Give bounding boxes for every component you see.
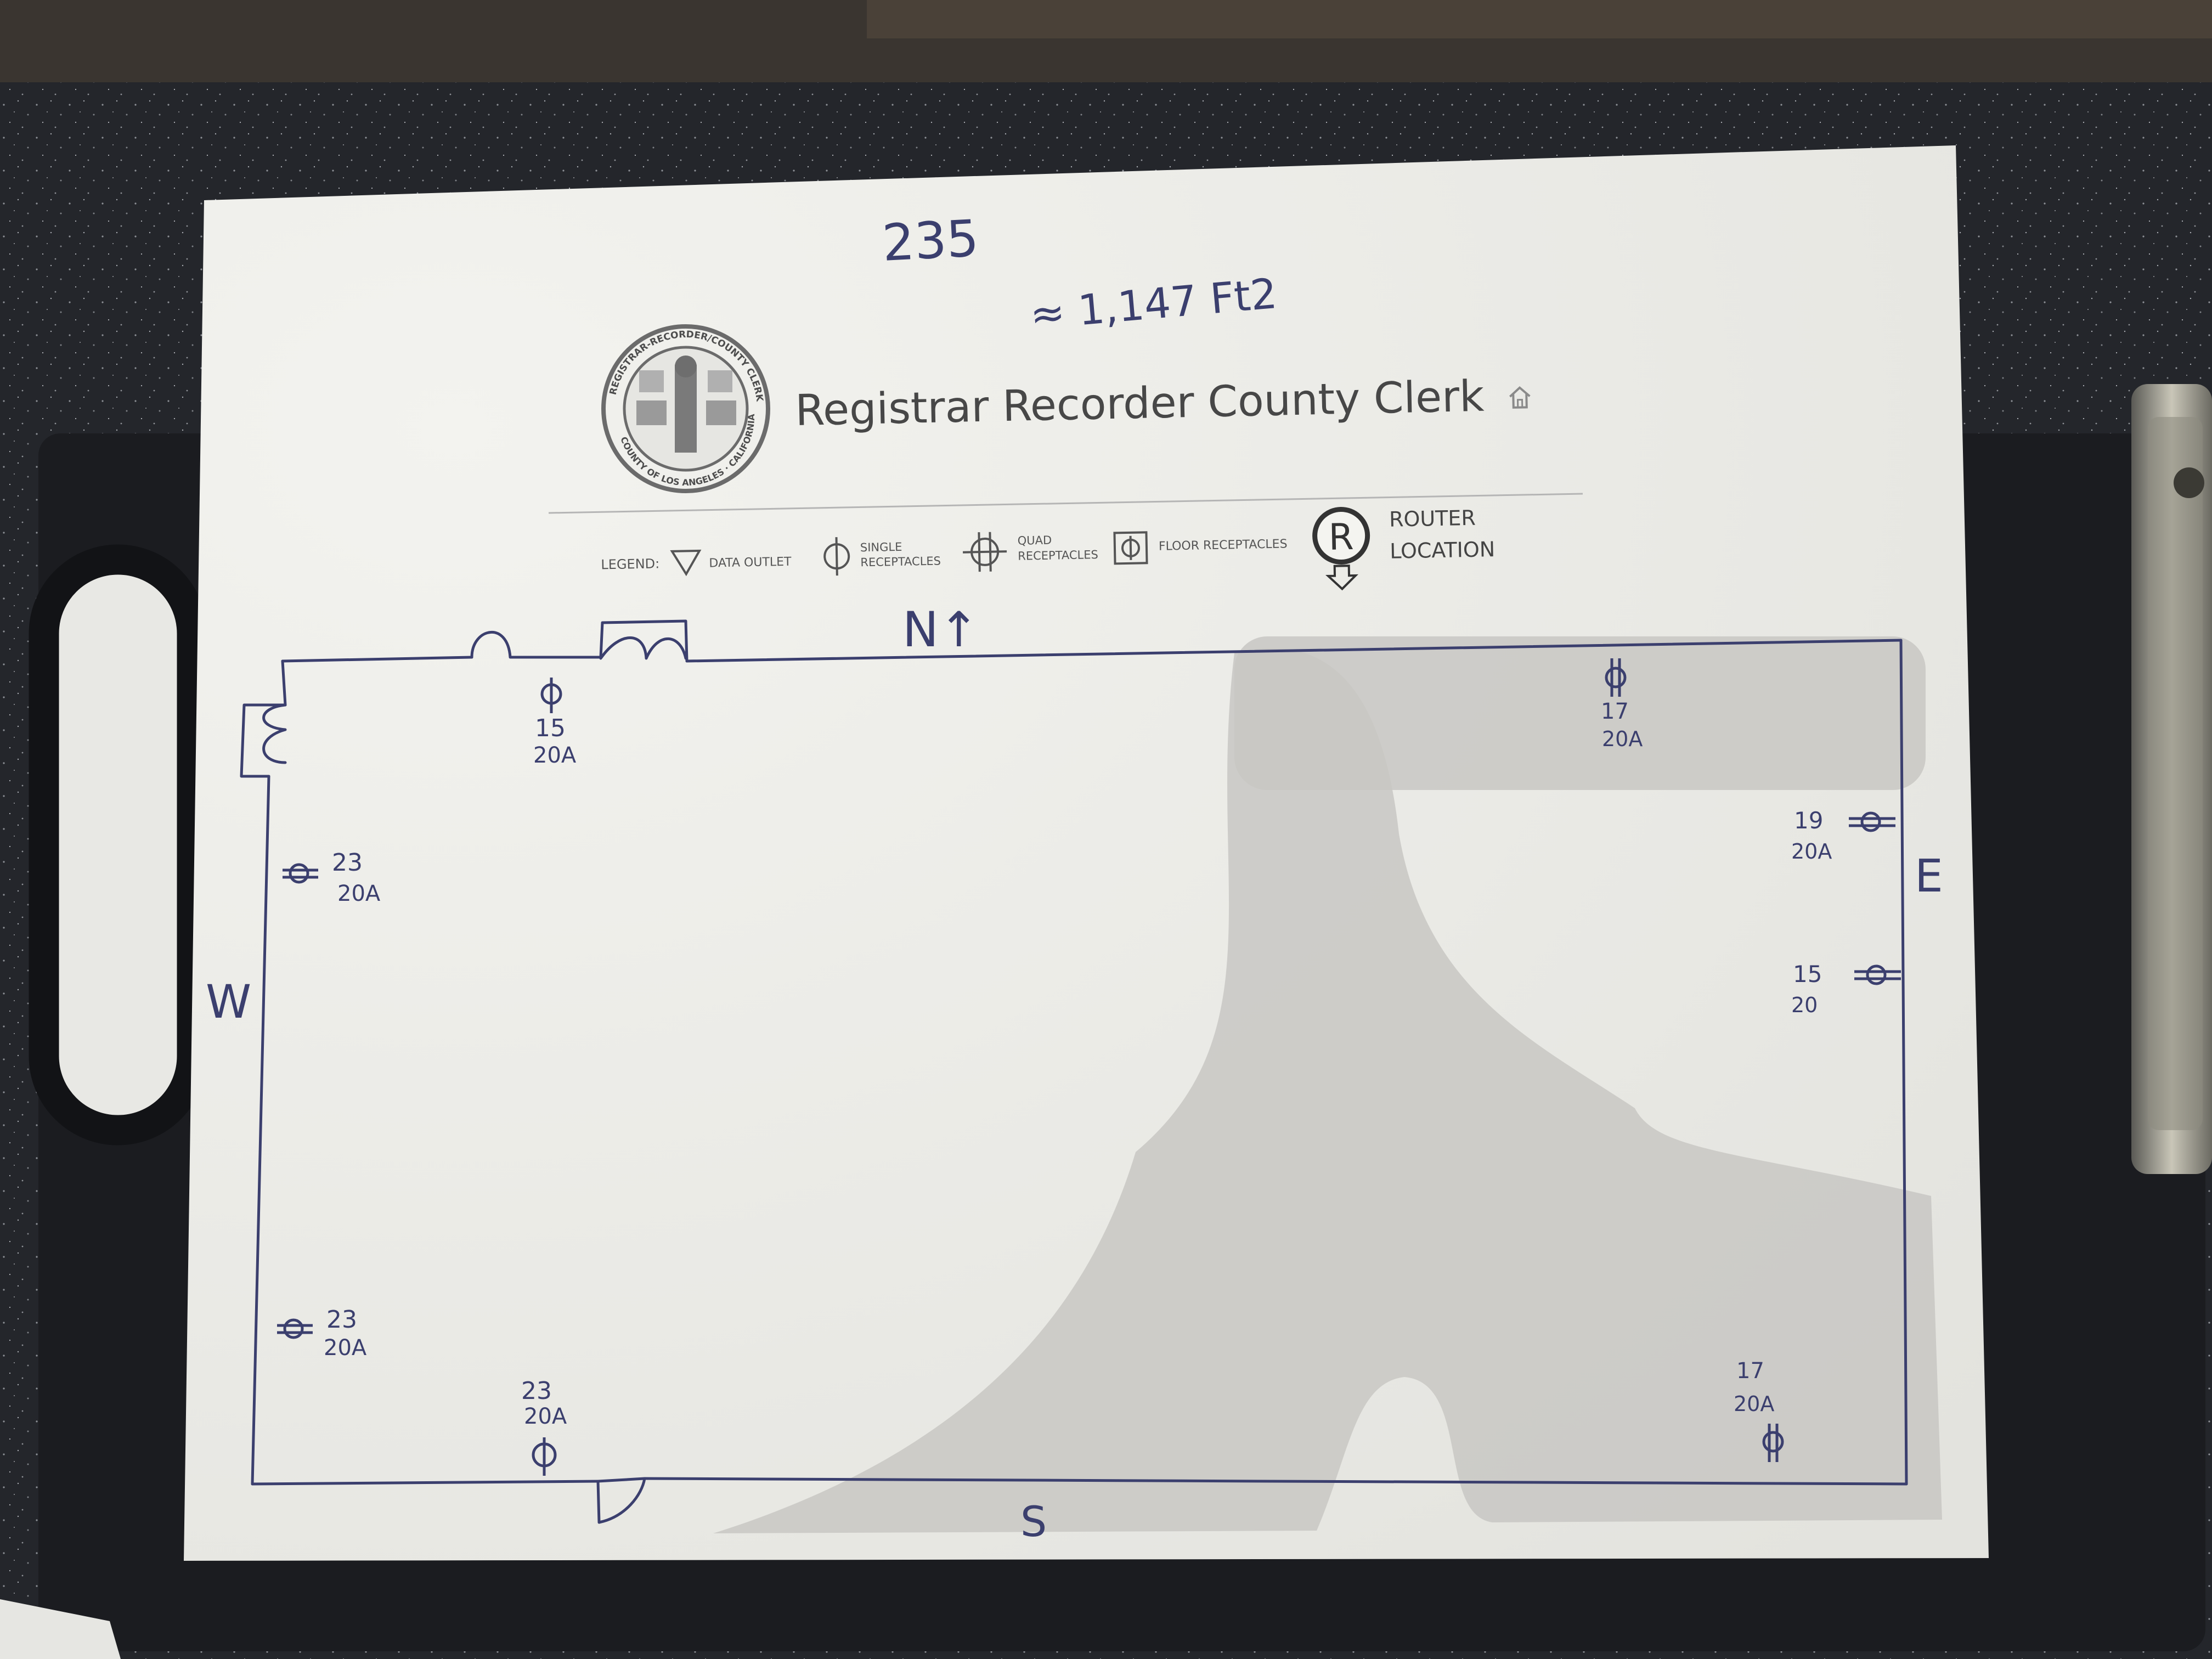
paper-corner (0, 1599, 121, 1659)
north-wall-east (685, 639, 1903, 663)
east-wall (1899, 639, 1908, 1486)
outlet-circuit: 23 (326, 1306, 357, 1334)
router-location-icon: R (1312, 506, 1370, 591)
clipboard-handle (29, 544, 207, 1146)
compass-north: N↑ (902, 601, 979, 658)
hand-shadow (713, 648, 1942, 1533)
outlet-circuit: 23 (521, 1377, 552, 1405)
south-wall-west (251, 1480, 600, 1486)
outlet-circuit: 23 (332, 849, 363, 877)
legend-label: LEGEND: (601, 556, 659, 572)
outlet-north-west: 15 20A (533, 678, 577, 768)
legend-floor: FLOOR RECEPTACLES (1159, 537, 1288, 553)
outlet-circuit: 15 (535, 714, 566, 742)
back-wall-panel (867, 0, 2212, 38)
clipboard-rivet (2174, 467, 2204, 498)
west-wall-south (251, 775, 270, 1486)
outlet-east-upper: 19 20A (1791, 807, 1895, 864)
legend: LEGEND: DATA OUTLET SINGLE RECEPTACLES Q… (601, 506, 1496, 591)
compass-west: W (206, 975, 251, 1029)
outlet-amps: 20A (1791, 839, 1832, 864)
floor-receptacle-icon (1113, 531, 1148, 565)
legend-data-outlet: DATA OUTLET (709, 555, 792, 571)
outlet-amps: 20A (337, 881, 381, 906)
data-outlet-triangle-icon (670, 549, 702, 577)
outlet-amps: 20A (324, 1335, 367, 1361)
outlet-south-east: 17 20A (1734, 1358, 1784, 1462)
outlet-west-lower: 23 20A (277, 1306, 367, 1361)
south-wall-east (643, 1477, 1908, 1486)
compass-east: E (1915, 850, 1943, 902)
phone-shadow (1234, 636, 1926, 790)
legend-router-line2: LOCATION (1390, 537, 1496, 563)
legend-router-line1: ROUTER (1389, 506, 1476, 532)
legend-quad-line2: RECEPTACLES (1018, 548, 1098, 563)
home-icon (1509, 386, 1531, 409)
legend-single-line1: SINGLE (860, 540, 902, 554)
compass-south: S (1020, 1497, 1047, 1546)
outlet-circuit: 17 (1601, 699, 1629, 724)
north-wall-west (281, 656, 473, 663)
clipboard-clip-inner (2148, 417, 2203, 1130)
outlet-amps: 20 (1791, 993, 1818, 1017)
svg-text:R: R (1328, 516, 1354, 558)
outlet-circuit: 19 (1794, 807, 1823, 834)
county-seal-icon (601, 324, 770, 493)
outlet-circuit: 15 (1793, 961, 1822, 988)
floor-plan (240, 619, 1908, 1524)
outlet-east-lower: 15 20 (1791, 961, 1901, 1017)
title-divider (548, 493, 1583, 514)
outlet-north-east: 17 20A (1601, 658, 1643, 751)
outlet-amps: 20A (533, 743, 577, 768)
north-door-1 (470, 631, 602, 659)
north-door-2 (599, 619, 689, 663)
west-wall-north (281, 659, 287, 707)
outlet-west-upper: 23 20A (283, 849, 381, 906)
outlet-south-west: 23 20A (521, 1377, 567, 1476)
legend-quad-line1: QUAD (1017, 534, 1052, 548)
legend-single-line2: RECEPTACLES (860, 554, 941, 569)
south-door (596, 1477, 646, 1524)
outlet-amps: 20A (524, 1404, 567, 1429)
outlet-amps: 20A (1734, 1392, 1774, 1416)
room-number: 235 (881, 209, 980, 273)
outlet-amps: 20A (1602, 727, 1643, 751)
west-door (240, 703, 287, 778)
outlet-circuit: 17 (1736, 1358, 1764, 1384)
quad-receptacle-icon (963, 532, 1007, 572)
single-receptacle-icon (823, 537, 850, 576)
